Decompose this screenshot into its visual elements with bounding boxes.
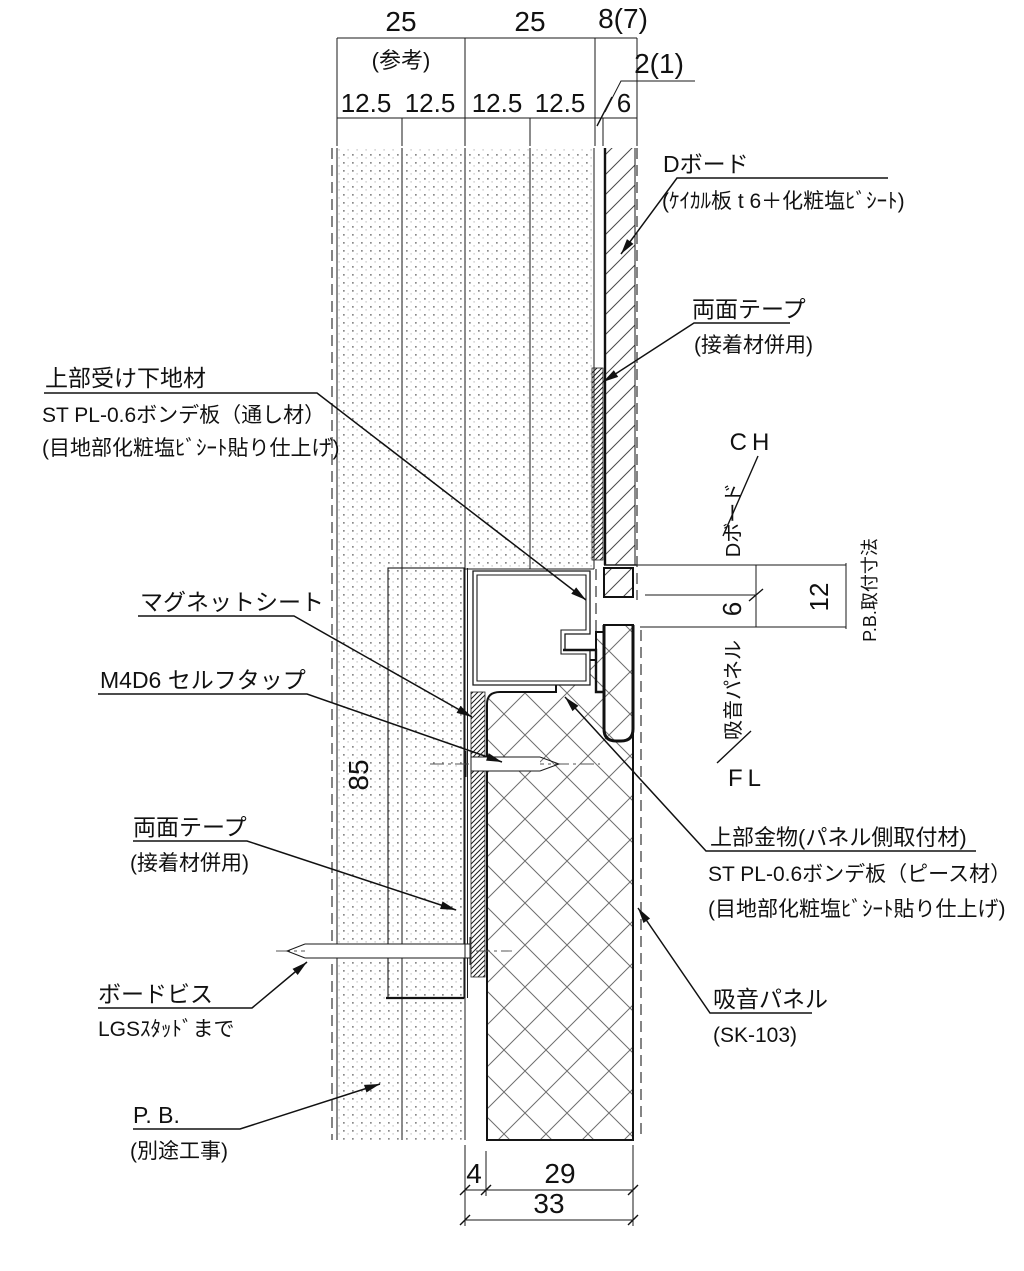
reference-extension-lines <box>637 564 846 628</box>
base-plate-profile <box>472 570 591 686</box>
dim-12-5-2: 12.5 <box>405 88 456 118</box>
dim-29: 29 <box>544 1158 575 1189</box>
leader-lines <box>44 177 976 1130</box>
pb-title: P. B. <box>133 1102 180 1128</box>
sound-panel-model: (SK-103) <box>713 1024 797 1047</box>
dim-4: 4 <box>466 1158 482 1189</box>
upper-base-title: 上部受け下地材 <box>45 365 206 391</box>
tape-upper-title: 両面テープ <box>692 296 806 322</box>
d-board-title: Dボード <box>663 151 749 177</box>
bottom-dimension-block: 4 29 33 <box>459 1145 639 1226</box>
board-screw-title: ボードビス <box>98 981 213 1007</box>
dim-25-right: 25 <box>514 6 545 37</box>
panel-run-label: 吸音パネル <box>722 640 745 740</box>
upper-base-spec: ST PL-0.6ボンデ板（通し材） <box>42 404 325 427</box>
dim-12-5-1: 12.5 <box>341 88 392 118</box>
dim-8-7: 8(7) <box>598 3 648 34</box>
panel-bracket-profile <box>563 625 635 743</box>
dim-6-top: 6 <box>617 88 631 118</box>
tape-lower-title: 両面テープ <box>133 814 247 840</box>
sound-panel-section <box>486 624 634 1141</box>
magnet-sheet-leader <box>138 615 473 718</box>
d-board-leader <box>620 177 888 255</box>
floor-level-label: FL <box>728 765 766 792</box>
tape-lower-leader <box>133 840 457 911</box>
upper-bracket-leader <box>564 696 976 852</box>
sound-panel-title: 吸音パネル <box>713 986 828 1012</box>
top-dimension-block: 25 (参考) 25 8(7) 2(1) 12.5 12.5 12.5 12.5… <box>336 3 695 146</box>
board-screw <box>276 937 512 965</box>
upper-bracket-spec: ST PL-0.6ボンデ板（ピース材） <box>708 863 1011 886</box>
dboard-run-label: Dボード <box>722 483 745 557</box>
pb-leader <box>133 1083 381 1130</box>
dim-12-mount: 12 <box>804 583 834 612</box>
pb-mount-dimension-label: P.B.取付寸法 <box>860 538 880 642</box>
sound-panel-leader <box>637 907 812 1014</box>
self-tap-title: M4D6 セルフタップ <box>100 667 306 693</box>
self-tap-leader <box>98 693 503 763</box>
upper-bracket-title: 上部金物(パネル側取付材) <box>710 825 967 850</box>
board-screw-leader <box>98 961 308 1009</box>
tape-lower-note: (接着材併用) <box>130 852 249 875</box>
magnet-sheet-title: マグネットシート <box>140 589 324 615</box>
tape-upper-note: (接着材併用) <box>694 334 813 357</box>
d-board-spec: (ｹｲｶﾙ板 t 6＋化粧塩ﾋﾞｼｰﾄ) <box>662 190 905 213</box>
upper-base-finish: (目地部化粧塩ﾋﾞｼｰﾄ貼り仕上げ) <box>42 437 340 460</box>
dim-2-1: 2(1) <box>634 48 684 79</box>
dim-6-gap: 6 <box>717 602 747 616</box>
level-axis: CH Dボード 吸音パネル FL <box>716 429 775 792</box>
board-screw-note: LGSｽﾀｯﾄﾞまで <box>98 1018 235 1041</box>
dim-25-left: 25 <box>385 6 416 37</box>
annotation-labels: 上部受け下地材 ST PL-0.6ボンデ板（通し材） (目地部化粧塩ﾋﾞｼｰﾄ貼… <box>42 151 1011 1163</box>
dim-12-5-3: 12.5 <box>472 88 523 118</box>
right-dimension-block: 6 12 P.B.取付寸法 <box>717 538 880 642</box>
dim-85-height: 85 <box>343 759 374 790</box>
dim-ref-note: (参考) <box>372 48 431 73</box>
tape-upper-leader <box>602 322 790 383</box>
ceiling-height-label: CH <box>730 429 775 456</box>
dim-33: 33 <box>533 1188 564 1219</box>
upper-bracket-finish: (目地部化粧塩ﾋﾞｼｰﾄ貼り仕上げ) <box>708 898 1006 921</box>
upper-bracket-piece-section <box>603 567 634 598</box>
magnet-sheet-section <box>470 691 486 978</box>
dim-12-5-4: 12.5 <box>535 88 586 118</box>
stud-zone-outline <box>386 567 468 1000</box>
wall-layer-lines <box>331 148 642 1140</box>
double-tape-upper-section <box>591 367 604 561</box>
pb-note: (別途工事) <box>130 1140 228 1163</box>
d-board-section <box>603 148 637 566</box>
upper-base-leader <box>44 392 587 601</box>
